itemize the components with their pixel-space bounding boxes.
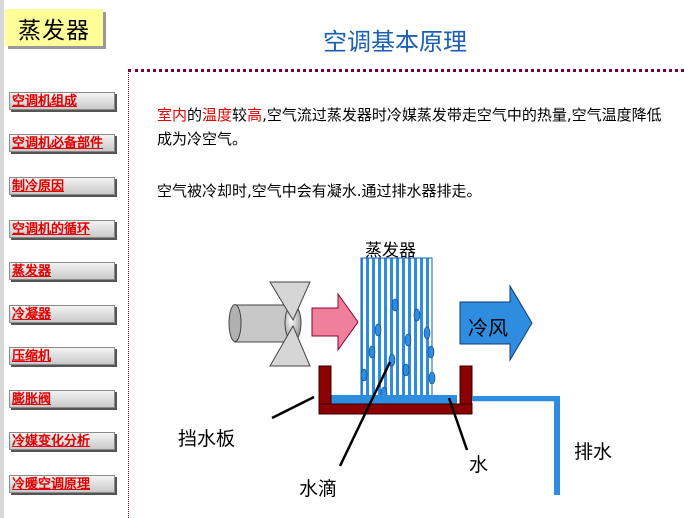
paragraph-indoor-air: 室内的温度较高,空气流过蒸发器时冷媒蒸发带走空气中的热量,空气温度降低成为冷空气…	[157, 103, 667, 151]
page-title: 空调基本原理	[323, 28, 467, 56]
cold-air-arrow	[459, 284, 533, 362]
nav-button-required-parts[interactable]: 空调机必备部件	[9, 134, 115, 152]
evaporator-label: 蒸发器	[365, 241, 416, 261]
nav-button-heat-cool-principle[interactable]: 冷暖空调原理	[9, 475, 115, 493]
text-high: 高	[247, 106, 263, 124]
vertical-divider	[128, 69, 129, 518]
section-title-box: 蒸发器	[5, 9, 103, 46]
section-title: 蒸发器	[18, 17, 90, 44]
nav-button-refrigerant-analysis[interactable]: 冷媒变化分析	[9, 432, 115, 450]
paragraph-condensation: 空气被冷却时,空气中会有凝水.通过排水器排走。	[157, 182, 482, 200]
nav-button-cooling-cause[interactable]: 制冷原因	[9, 177, 115, 195]
nav-button-components[interactable]: 空调机组成	[9, 92, 115, 110]
fan-blades	[269, 281, 311, 367]
droplet-label: 水滴	[299, 478, 338, 500]
warm-air-arrow	[311, 292, 359, 352]
drain-pipe	[472, 396, 560, 495]
text-relatively: 较	[232, 106, 248, 124]
nav-button-expansion-valve[interactable]: 膨胀阀	[9, 390, 115, 408]
text-of: 的	[187, 106, 203, 124]
cold-air-label: 冷风	[468, 316, 508, 340]
nav-button-compressor[interactable]: 压缩机	[9, 347, 115, 365]
text-temperature: 温度	[202, 106, 233, 124]
baffle-label: 挡水板	[178, 428, 236, 450]
drip-tray	[318, 365, 473, 415]
text-rest: ,空气流过蒸发器时冷媒蒸发带走空气中的热量,空气温度降低成为冷空气。	[157, 106, 662, 148]
horizontal-divider	[128, 69, 684, 72]
evaporator-coil	[360, 257, 433, 406]
nav-button-cycle[interactable]: 空调机的循环	[9, 220, 115, 238]
text-indoor: 室内	[157, 106, 188, 124]
water-label: 水	[469, 454, 489, 476]
nav-button-evaporator[interactable]: 蒸发器	[9, 262, 115, 280]
left-strip	[0, 0, 4, 518]
leader-lines	[271, 361, 469, 467]
drain-label: 排水	[574, 441, 613, 463]
nav-button-condenser[interactable]: 冷凝器	[9, 305, 115, 323]
